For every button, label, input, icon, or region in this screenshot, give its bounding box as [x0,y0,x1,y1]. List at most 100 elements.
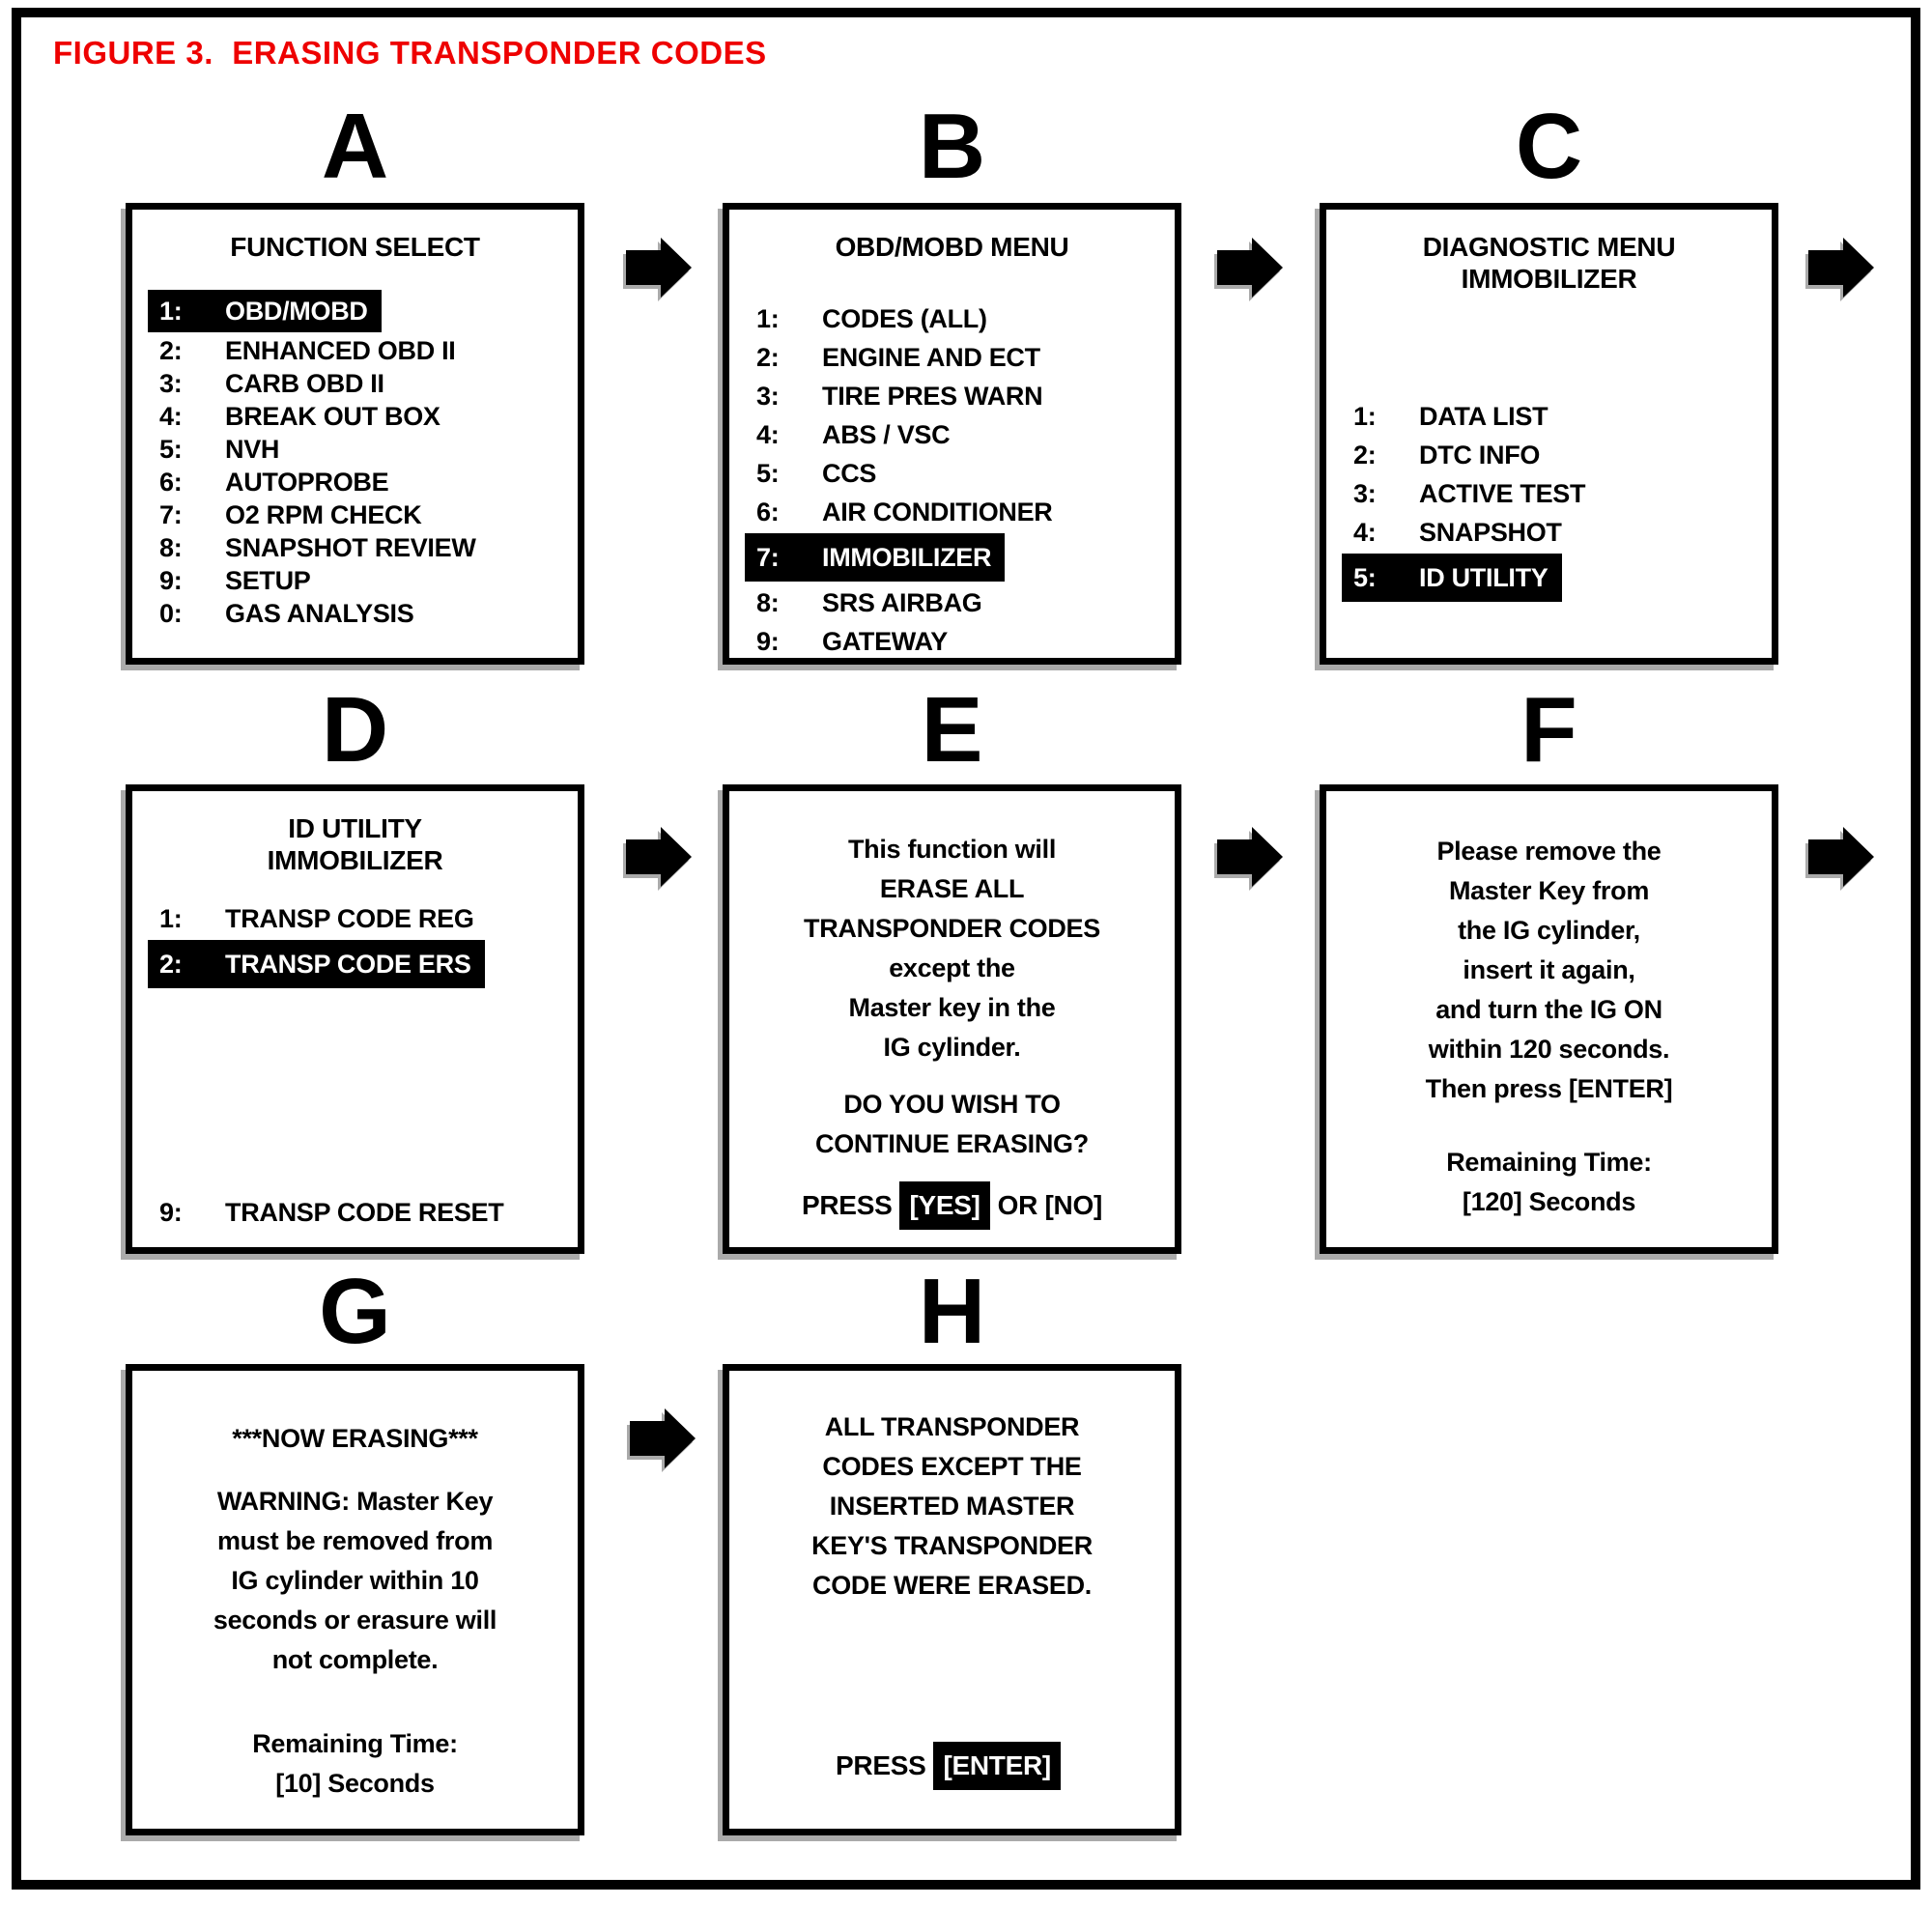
step-letter-a: A [321,95,389,198]
screen-title-line: DIAGNOSTIC MENU [1422,232,1676,262]
menu-item: 8:SNAPSHOT REVIEW [148,531,488,564]
menu-item: 1:DATA LIST [1342,397,1559,436]
menu-item: 9:GATEWAY [745,622,959,661]
menu-item: 4:ABS / VSC [745,415,961,454]
screen-text-line: TRANSPONDER CODES [804,914,1100,943]
screen-text-line: the IG cylinder, [1458,916,1640,945]
menu-item-label: ENGINE AND ECT [822,343,1040,372]
menu-item-label: O2 RPM CHECK [225,500,422,529]
menu-item-number: 8: [159,533,183,562]
screen-text-line: INSERTED MASTER [829,1492,1075,1521]
menu-item-label: ENHANCED OBD II [225,336,456,365]
menu-item-highlight: 1:OBD/MOBD [148,290,382,332]
menu-item: 2:ENHANCED OBD II [148,334,468,367]
screen-menu: 1:TRANSP CODE REG 2: TRANSP CODE ERS [132,899,578,990]
screen-text-line: Remaining Time: [1446,1148,1652,1177]
menu-item-label: GATEWAY [822,627,948,656]
menu-item-label: GAS ANALYSIS [225,599,414,628]
screen-text-line: This function will [847,835,1057,864]
spacer [132,990,578,1170]
press-prefix: PRESS [836,1750,926,1780]
screen-text-line: KEY'S TRANSPONDER [811,1531,1093,1560]
menu-item: 3:ACTIVE TEST [1342,474,1597,513]
menu-item-label: AIR CONDITIONER [822,498,1053,526]
menu-item-label: TRANSP CODE ERS [225,950,471,979]
menu-item-number: 2: [756,343,780,372]
menu-item-number: 8: [756,588,780,617]
screen-title: FUNCTION SELECT [230,232,480,262]
flow-arrow-right-icon [1217,819,1283,895]
screen-panel-h: ALL TRANSPONDER CODES EXCEPT THE INSERTE… [723,1364,1181,1835]
menu-item: 3:TIRE PRES WARN [745,377,1054,415]
flow-arrow-right-icon [630,1401,696,1476]
screen-text-line: [120] Seconds [1462,1187,1636,1216]
menu-item: 3:CARB OBD II [148,367,396,400]
remaining-time: Remaining Time: [120] Seconds [1326,1143,1772,1222]
screen-text-line: IG cylinder. [883,1033,1021,1062]
menu-item: 5:ID UTILITY [1342,552,1562,604]
menu-item-number: 0: [159,599,183,628]
screen-panel-c: DIAGNOSTIC MENU IMMOBILIZER 1:DATA LIST … [1320,203,1778,665]
menu-item-label: CODES (ALL) [822,304,987,333]
menu-item: 7:O2 RPM CHECK [148,498,433,531]
menu-item: 5:NVH [148,433,291,466]
menu-item-number: 3: [159,369,183,398]
screen-panel-b: OBD/MOBD MENU 1: CODES (ALL) 2: ENGINE AND… [723,203,1181,665]
menu-item-number: 1: [159,904,183,933]
menu-item-label: DATA LIST [1419,402,1548,431]
yes-key-highlight: [YES] [899,1181,990,1230]
screen-title-line: IMMOBILIZER [267,845,443,875]
menu-item: 6: AUTOPROBE [148,466,400,498]
screen-menu: 1: CODES (ALL) 2: ENGINE AND ECT 3:TIRE PR… [729,299,1175,661]
figure-title: FIGURE 3. ERASING TRANSPONDER CODES [53,35,767,71]
menu-item-number: 6: [159,468,183,497]
step-letter-g: G [319,1260,391,1363]
menu-item: 8:SRS AIRBAG [745,583,994,622]
menu-item-label: NVH [225,435,280,464]
step-letter-b: B [918,95,986,198]
screen-title: ID UTILITY IMMOBILIZER [132,812,578,876]
spacer [1326,1109,1772,1143]
menu-item-number: 2: [159,950,183,979]
screen-panel-f: Please remove the Master Key from the IG… [1320,784,1778,1254]
screen-text-line: and turn the IG ON [1435,995,1662,1024]
screen-text-line: Master key in the [848,993,1056,1022]
step-letter-e: E [921,678,983,782]
screen-menu: 1:DATA LIST 2:DTC INFO 3:ACTIVE TEST 4:S… [1326,397,1772,604]
screen-text-line: WARNING: Master Key [216,1487,494,1516]
menu-item-highlight: 7:IMMOBILIZER [745,533,1006,582]
menu-item: 9:TRANSP CODE RESET [148,1193,515,1232]
enter-key-highlight: [ENTER] [933,1742,1061,1790]
screen-text-line: within 120 seconds. [1428,1035,1670,1064]
screen-text-line: ERASE ALL [879,874,1025,903]
screen-message: ALL TRANSPONDER CODES EXCEPT THE INSERTE… [729,1407,1175,1606]
press-suffix: OR [NO] [997,1190,1103,1220]
menu-item: 2: TRANSP CODE ERS [148,938,485,990]
menu-item: 2: ENGINE AND ECT [745,338,1052,377]
menu-item-label: AUTOPROBE [225,468,389,497]
screen-menu-bottom: 9:TRANSP CODE RESET [132,1193,578,1232]
spacer [132,1680,578,1724]
menu-item: 1:TRANSP CODE REG [148,899,486,938]
step-letter-d: D [321,678,389,782]
screen-panel-g: ***NOW ERASING*** WARNING: Master Key mu… [126,1364,584,1835]
flow-arrow-right-icon [1217,230,1283,305]
press-prefix: PRESS [802,1190,893,1220]
screen-message: This function will ERASE ALL TRANSPONDER… [729,830,1175,1067]
screen-text-line: CONTINUE ERASING? [815,1129,1089,1158]
menu-item-label: SETUP [225,566,311,595]
menu-item-number: 6: [756,498,780,526]
menu-item: 0: GAS ANALYSIS [148,597,425,630]
remaining-time: Remaining Time: [10] Seconds [132,1724,578,1804]
flow-arrow-right-icon [1808,819,1874,895]
menu-item: 4:SNAPSHOT [1342,513,1574,552]
menu-item-label: TRANSP CODE RESET [225,1198,504,1227]
screen-title: OBD/MOBD MENU [835,232,1069,262]
menu-item-label: SNAPSHOT [1419,518,1562,547]
menu-item-number: 1: [756,304,780,333]
step-letter-f: F [1520,678,1577,782]
menu-item-number: 2: [1353,441,1377,469]
screen-text-line: CODE WERE ERASED. [812,1571,1092,1600]
press-instruction: PRESS[YES]OR [NO] [729,1181,1175,1230]
menu-item-label: CCS [822,459,877,488]
